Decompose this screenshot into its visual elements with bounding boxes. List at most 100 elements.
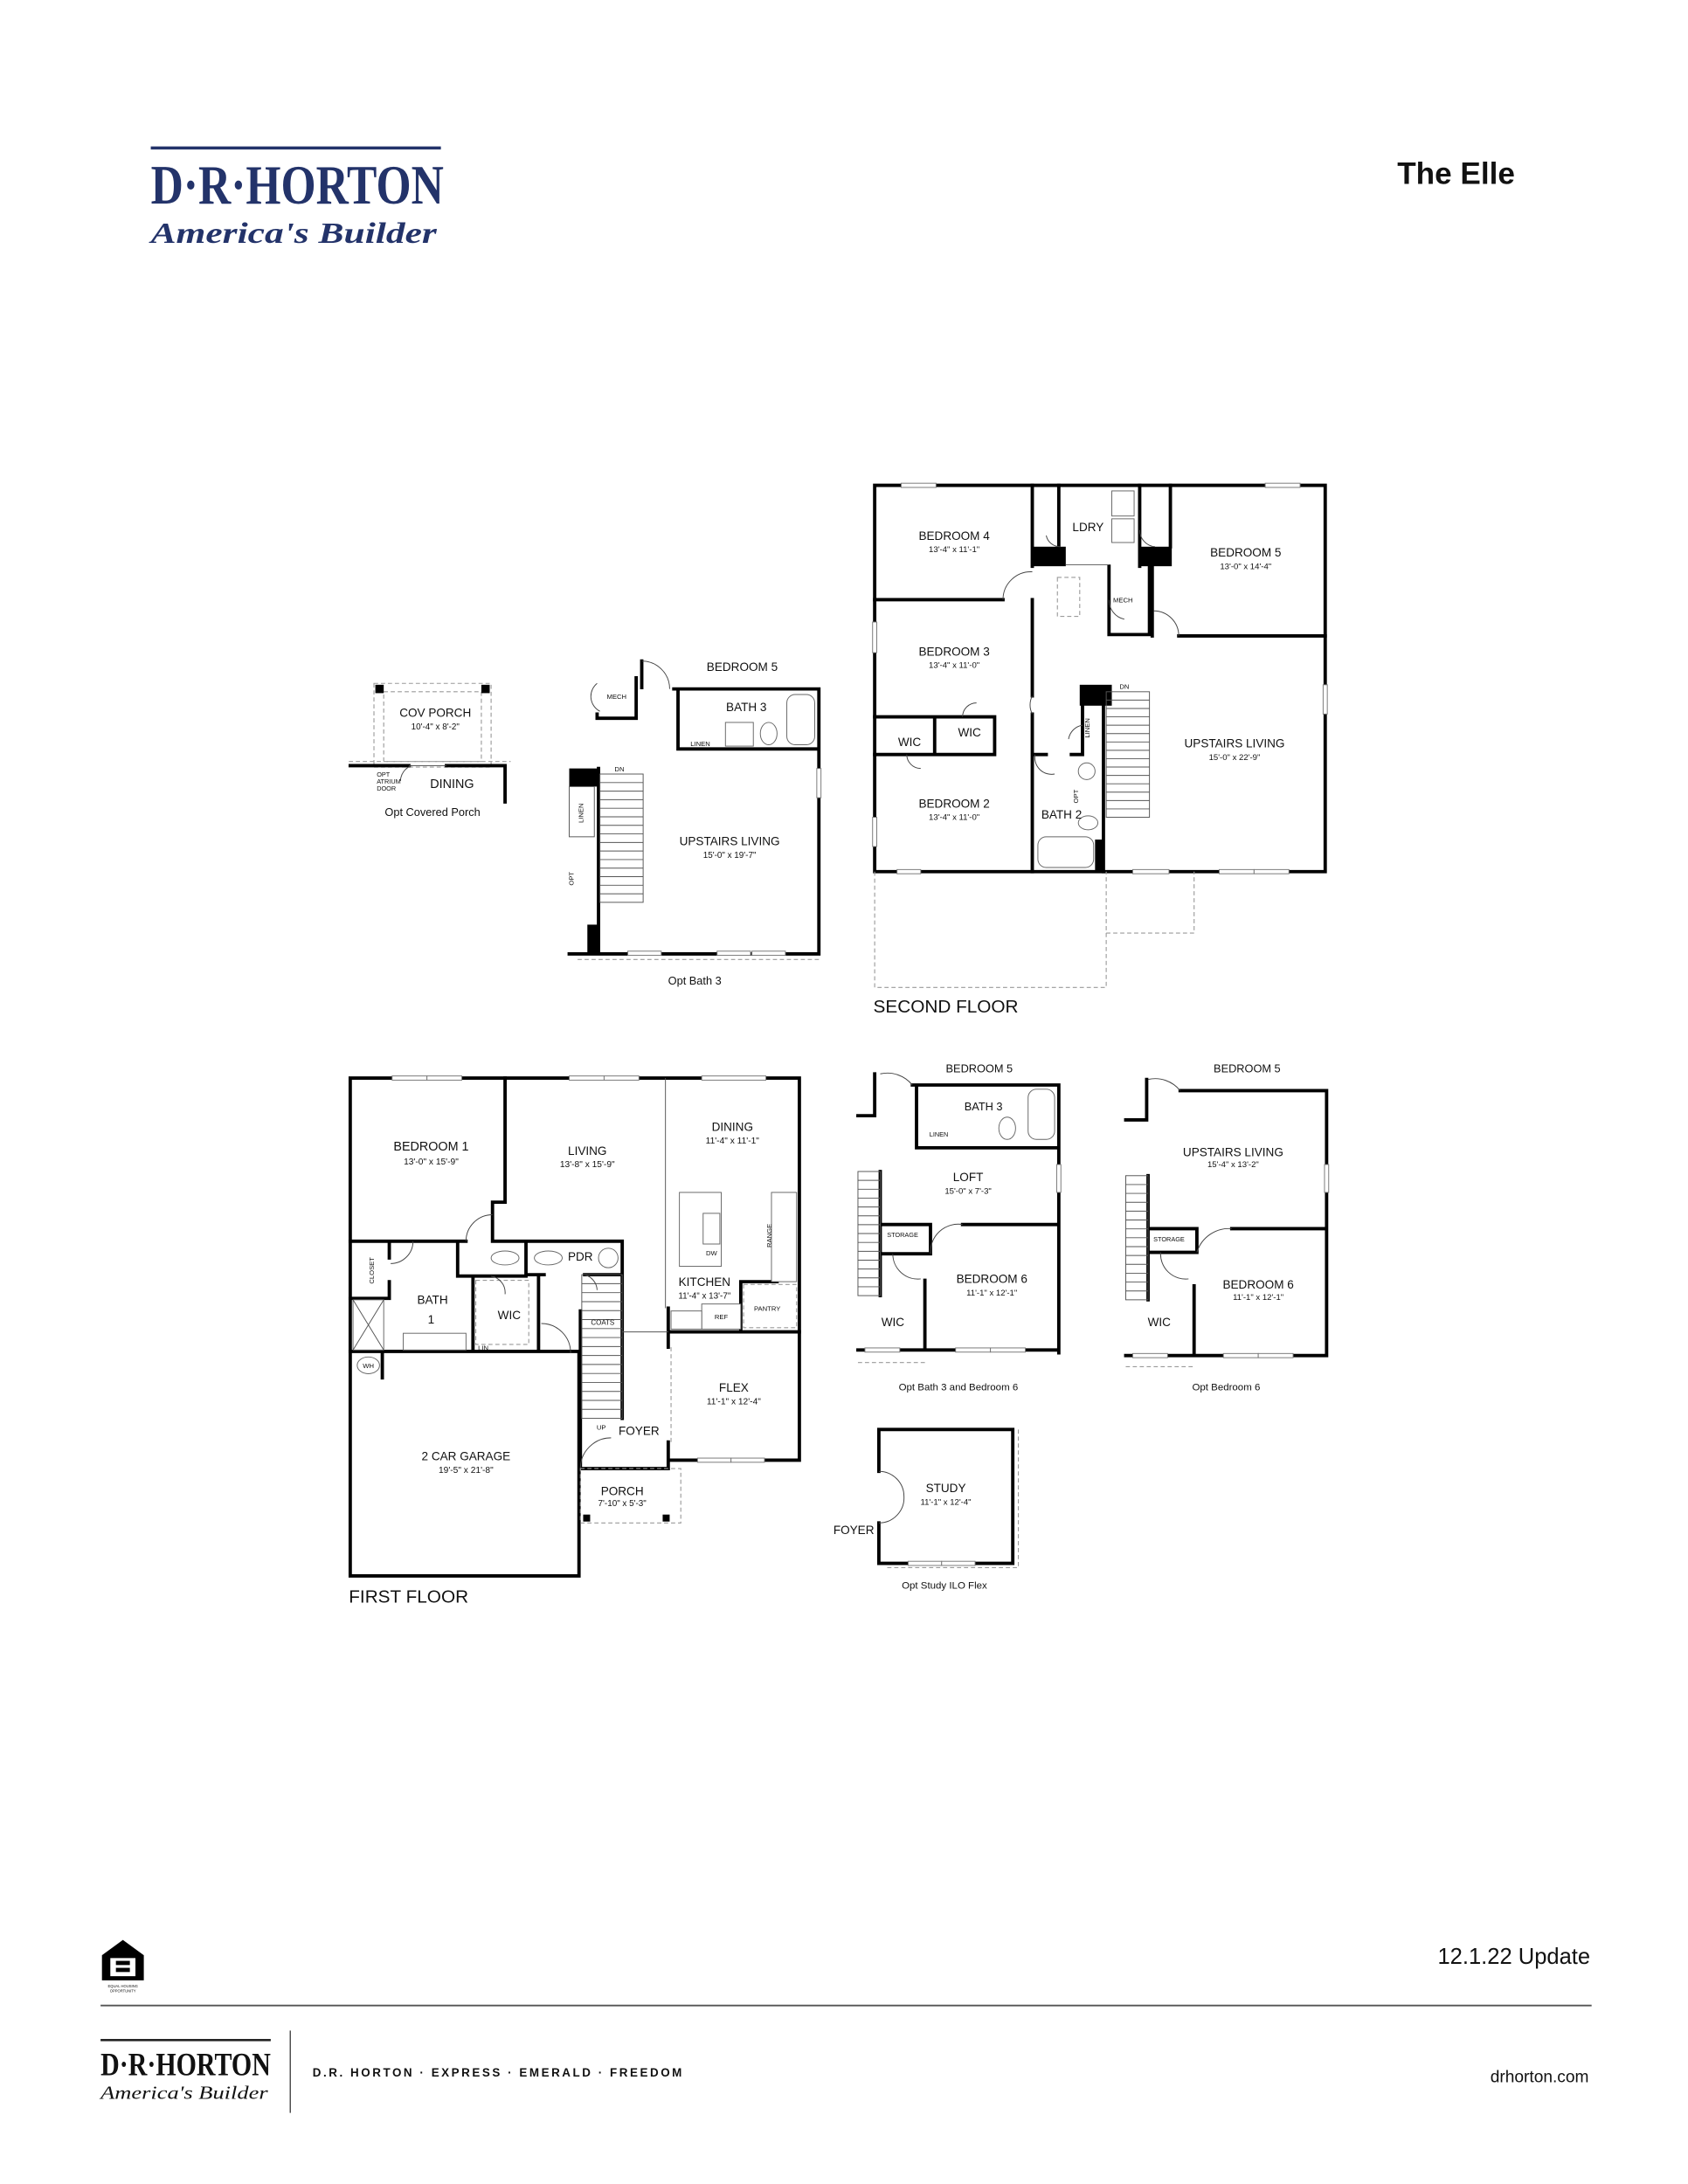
wh-label: WH: [363, 1362, 374, 1370]
dw-label: DW: [706, 1249, 718, 1257]
wall-block: [1095, 840, 1103, 871]
cabinet: [670, 1310, 702, 1330]
lin-label: LIN.: [478, 1344, 490, 1351]
sink: [724, 722, 754, 747]
living-dim: 13'-8" x 15'-9": [560, 1160, 615, 1170]
upstairs-living-label: UPSTAIRS LIVING: [680, 834, 780, 847]
window: [907, 1560, 943, 1566]
bathtub: [786, 694, 815, 745]
bedroom3-dim: 13'-4" x 11'-0": [929, 661, 979, 671]
window: [1055, 1164, 1062, 1193]
kitchen-label: KITCHEN: [679, 1275, 730, 1289]
ldry-label: LDRY: [1072, 521, 1103, 534]
atrium-door: [399, 764, 447, 782]
linen-label: LINEN: [690, 740, 710, 748]
opt-bed6-walls: [1124, 1077, 1329, 1358]
update-date: 12.1.22 Update: [1437, 1945, 1590, 1969]
opt-bed6-caption: Opt Bedroom 6: [1192, 1383, 1260, 1393]
wall-block: [1079, 684, 1112, 706]
bedroom5-dim: 13'-0" x 14'-4": [1220, 562, 1271, 571]
second-floor-doors: [906, 529, 1180, 775]
vanity: [403, 1332, 467, 1351]
stair-treads: [857, 1179, 881, 1288]
second-floor-title: SECOND FLOOR: [874, 997, 1019, 1017]
dining-label: DINING: [712, 1121, 753, 1134]
porch-post: [375, 684, 384, 694]
window: [716, 950, 751, 957]
window: [569, 1075, 605, 1081]
first-floor-doors: [391, 1214, 612, 1469]
window: [1253, 868, 1290, 874]
window: [1222, 1352, 1259, 1358]
dining-dim: 11'-4" x 11'-1": [706, 1137, 760, 1146]
garage-label: 2 CAR GARAGE: [422, 1449, 511, 1462]
refrigerator: [701, 1303, 742, 1330]
bedroom3-label: BEDROOM 3: [918, 645, 989, 658]
opt-study-caption: Opt Study ILO Flex: [902, 1580, 987, 1591]
pdr-label: PDR: [568, 1250, 593, 1263]
study-walls: [876, 1427, 1015, 1565]
cov-porch-label: COV PORCH: [399, 707, 471, 720]
porch-post: [662, 1514, 670, 1522]
wic-shelves: [474, 1279, 529, 1345]
opt-bath3-caption: Opt Bath 3: [668, 974, 722, 987]
equal-housing-logo: [101, 1939, 144, 1980]
stairs: [1105, 691, 1151, 818]
bedroom1-dim: 13'-0" x 15'-9": [404, 1158, 459, 1167]
stair-treads: [1106, 699, 1150, 810]
window: [896, 868, 922, 874]
window: [955, 1347, 992, 1353]
up-label: UP: [597, 1423, 606, 1431]
stair-treads: [581, 1282, 623, 1410]
stair-treads: [1125, 1184, 1149, 1292]
opt-label: OPT: [567, 872, 575, 886]
bedroom5-label: BEDROOM 5: [1214, 1062, 1281, 1075]
logo-rule: [150, 146, 441, 150]
window: [1264, 482, 1301, 488]
atrium-label: ATRIUM: [377, 778, 401, 785]
study-dim: 11'-1" x 12'-4": [920, 1498, 971, 1508]
shower-cross: [352, 1299, 384, 1351]
opt-covered-porch-plan: [348, 682, 511, 804]
wic-label: WIC: [498, 1309, 522, 1322]
window: [696, 1457, 732, 1463]
opt-label: OPT: [377, 771, 391, 778]
bedroom1-label: BEDROOM 1: [393, 1140, 468, 1154]
footer-logo-brand: D·R·HORTON: [100, 2046, 271, 2082]
linen-label: LINEN: [930, 1130, 949, 1138]
window: [1131, 1352, 1168, 1358]
opt-study-plan: [876, 1427, 1020, 1568]
linen-closet: [569, 785, 595, 838]
garage-dim: 19'-5" x 21'-8": [439, 1466, 494, 1476]
flex-dim: 11'-1" x 12'-4": [707, 1398, 761, 1407]
second-floor-interior-walls: [873, 483, 1327, 874]
bedroom6-dim: 11'-1" x 12'-1": [1233, 1293, 1283, 1303]
window: [872, 817, 877, 847]
toilet: [998, 1116, 1016, 1140]
loft-dim: 15'-0" x 7'-3": [944, 1187, 992, 1197]
logo-rule: [100, 2038, 271, 2042]
opt-covered-porch-caption: Opt Covered Porch: [384, 805, 480, 819]
study-label: STUDY: [926, 1482, 966, 1495]
linen-label: LINEN: [1083, 718, 1091, 738]
wic-label: WIC: [1148, 1316, 1172, 1329]
bedroom6-dim: 11'-1" x 12'-1": [966, 1289, 1017, 1298]
equal-bar: [115, 1960, 130, 1966]
bath1-number: 1: [428, 1313, 435, 1326]
logo-tagline: America's Builder: [149, 218, 438, 250]
wic-label: WIC: [958, 726, 982, 739]
loft-label: LOFT: [953, 1171, 984, 1184]
window: [1322, 684, 1328, 715]
window: [990, 1347, 1027, 1353]
porch-post: [583, 1514, 591, 1522]
sliding-door: [701, 1075, 767, 1081]
range-label: RANGE: [765, 1224, 773, 1248]
bath3-label: BATH 3: [726, 701, 766, 714]
bedroom6-label: BEDROOM 6: [957, 1273, 1027, 1286]
logo-brand: D·R·HORTON: [151, 154, 444, 216]
upstairs-living-label: UPSTAIRS LIVING: [1185, 737, 1285, 750]
window: [816, 768, 822, 798]
dn-label: DN: [614, 765, 624, 773]
pantry-label: PANTRY: [754, 1305, 780, 1313]
